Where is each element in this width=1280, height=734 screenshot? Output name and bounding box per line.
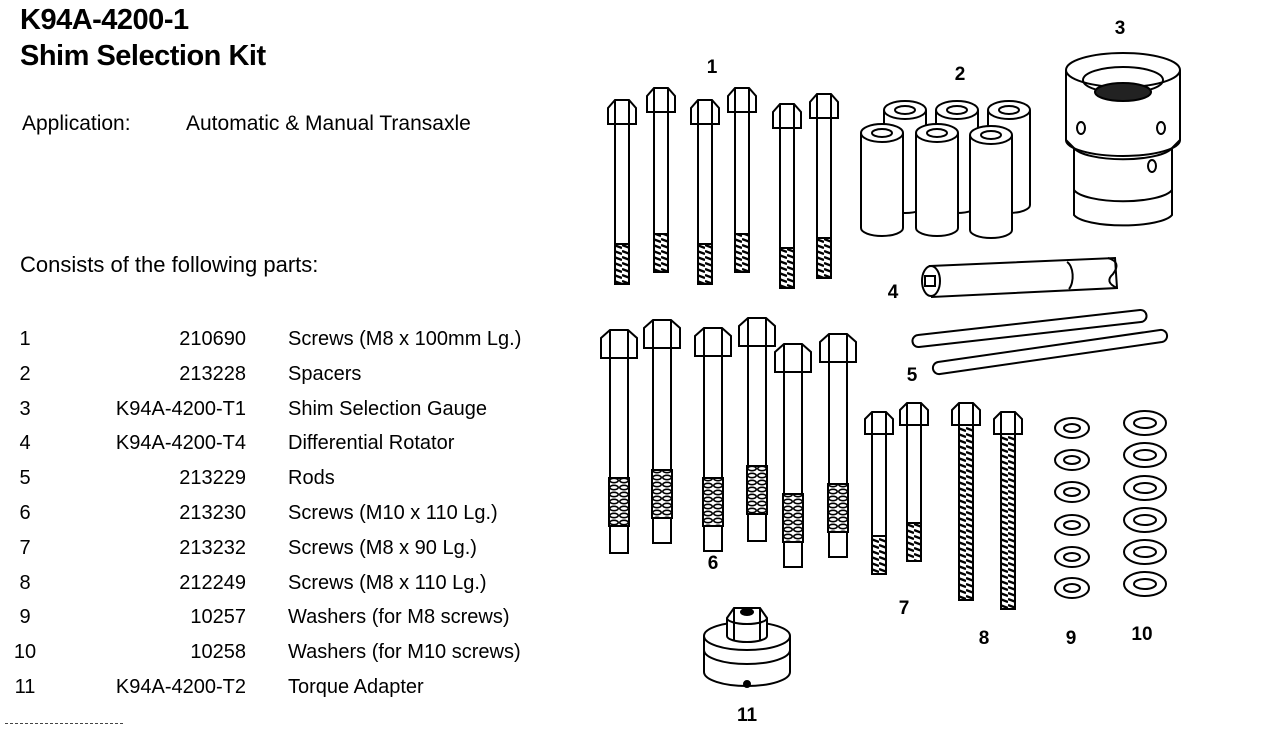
application-label: Application: bbox=[22, 112, 131, 135]
part-number: K94A-4200-T1 bbox=[115, 398, 246, 420]
part-number: 10258 bbox=[190, 641, 246, 663]
item-number: 8 bbox=[19, 572, 31, 594]
callout-9: 9 bbox=[1066, 628, 1077, 649]
part-description: Screws (M8 x 100mm Lg.) bbox=[288, 328, 522, 350]
part-description: Washers (for M10 screws) bbox=[288, 641, 521, 663]
divider bbox=[5, 723, 123, 724]
callout-8: 8 bbox=[979, 628, 990, 649]
callout-3: 3 bbox=[1115, 18, 1126, 39]
spacers-group bbox=[860, 100, 1031, 239]
part-description: Rods bbox=[288, 467, 335, 489]
item-number: 7 bbox=[19, 537, 31, 559]
callout-4: 4 bbox=[888, 282, 899, 303]
part-number: 213230 bbox=[179, 502, 246, 524]
part-description: Screws (M10 x 110 Lg.) bbox=[288, 502, 498, 524]
rods bbox=[911, 309, 1169, 376]
part-number: K94A-4200-T4 bbox=[115, 432, 246, 454]
callout-5: 5 bbox=[907, 365, 918, 386]
item-number: 1 bbox=[19, 328, 31, 350]
item-number: 6 bbox=[19, 502, 31, 524]
shim-selection-gauge bbox=[1065, 52, 1181, 227]
washers-m10-group bbox=[1123, 410, 1167, 597]
part-description: Differential Rotator bbox=[288, 432, 455, 454]
part-number: 213232 bbox=[179, 537, 246, 559]
screws-m8x110-group bbox=[951, 402, 1023, 610]
item-number: 9 bbox=[19, 606, 31, 628]
part-number: 10257 bbox=[190, 606, 246, 628]
part-description: Screws (M8 x 110 Lg.) bbox=[288, 572, 487, 594]
parts-heading: Consists of the following parts: bbox=[20, 252, 319, 277]
item-number: 5 bbox=[19, 467, 31, 489]
application-value: Automatic & Manual Transaxle bbox=[186, 112, 471, 135]
part-description: Screws (M8 x 90 Lg.) bbox=[288, 537, 477, 559]
item-number: 11 bbox=[14, 676, 36, 698]
callout-2: 2 bbox=[955, 64, 966, 85]
callout-10: 10 bbox=[1131, 624, 1152, 645]
differential-rotator bbox=[921, 256, 1119, 299]
screws-m8x90-group bbox=[864, 402, 929, 575]
item-number: 4 bbox=[19, 432, 31, 454]
part-number: K94A-4200-T2 bbox=[115, 676, 246, 698]
item-number: 2 bbox=[19, 363, 31, 385]
part-description: Shim Selection Gauge bbox=[288, 398, 488, 420]
parts-illustration: 1 2 3 4 5 6 7 8 9 10 11 bbox=[600, 18, 1181, 726]
part-description: Washers (for M8 screws) bbox=[288, 606, 510, 628]
part-description: Torque Adapter bbox=[288, 676, 424, 698]
part-number: 212249 bbox=[179, 572, 246, 594]
screws-m8x100-group bbox=[607, 87, 839, 289]
item-number: 3 bbox=[19, 398, 31, 420]
screws-m10x110-group bbox=[600, 317, 857, 568]
kit-name: Shim Selection Kit bbox=[20, 40, 266, 72]
callout-1: 1 bbox=[707, 57, 718, 78]
callout-11: 11 bbox=[737, 705, 758, 726]
part-number: 210690 bbox=[179, 328, 246, 350]
kit-number: K94A-4200-1 bbox=[20, 4, 189, 36]
washers-m8-group bbox=[1054, 417, 1090, 599]
callout-7: 7 bbox=[899, 598, 910, 619]
callout-6: 6 bbox=[708, 553, 719, 574]
part-number: 213229 bbox=[179, 467, 246, 489]
part-description: Spacers bbox=[288, 363, 362, 385]
item-number: 10 bbox=[13, 641, 37, 663]
part-number: 213228 bbox=[179, 363, 246, 385]
torque-adapter bbox=[703, 607, 791, 688]
